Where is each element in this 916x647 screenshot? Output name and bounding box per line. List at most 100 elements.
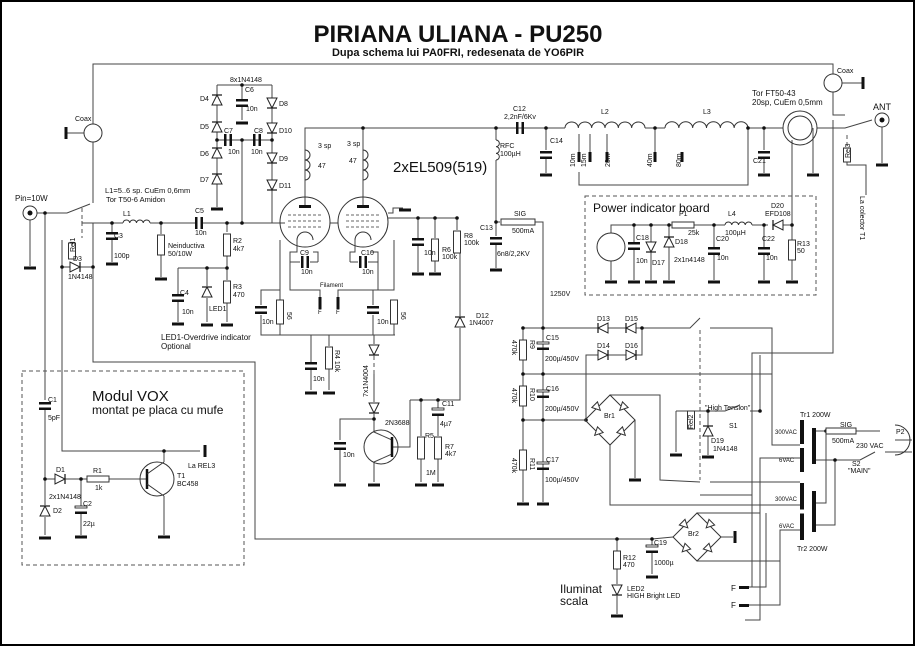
ground-icon: [201, 323, 213, 327]
cathode-capacitor-right: [367, 306, 379, 314]
d17-diode-icon: [645, 241, 657, 254]
label-r1: R1: [93, 468, 102, 475]
junction-dot: [632, 223, 636, 227]
label-sp1-val: 47: [318, 163, 326, 170]
junction-dot: [159, 221, 163, 225]
label-c13-val: 6n8/2,2KV: [497, 251, 530, 258]
junction-dot: [436, 398, 440, 402]
junction-dot: [758, 409, 762, 413]
ground-icon: [861, 77, 865, 89]
label-b10: 10m: [570, 153, 577, 167]
junction-dot: [762, 126, 766, 130]
wire: [535, 221, 544, 328]
q-transistor-icon: [363, 429, 399, 465]
r5-resistor: [417, 436, 425, 460]
wire: [816, 431, 827, 504]
coax-left-icon: [83, 123, 103, 143]
label-r12-val: 470: [623, 562, 635, 569]
label-c22: C22: [762, 236, 775, 243]
filament-terminal-b: [739, 604, 749, 607]
label-c8-val: 10n: [251, 149, 263, 156]
label-r5-val: 1M: [426, 470, 436, 477]
ground-icon: [758, 280, 770, 284]
label-r3-val: 470: [233, 292, 245, 299]
junction-dot: [521, 372, 525, 376]
label-c10: C10: [361, 250, 374, 257]
label-tor2: 20sp, CuEm 0,5mm: [752, 98, 823, 107]
label-l2: L2: [601, 109, 609, 116]
label-c2-val: 22µ: [83, 521, 95, 528]
l2-inductor-icon: [564, 121, 646, 129]
labels: PIRIANA ULIANA - PU250 Dupa schema lui P…: [15, 21, 905, 610]
wire: [410, 328, 461, 401]
junction-dot: [833, 458, 837, 462]
wire: [691, 404, 741, 412]
label-r13-val: 50: [797, 248, 805, 255]
junction-dot: [240, 138, 244, 142]
label-p1: P1: [679, 211, 688, 218]
ground-icon: [490, 268, 502, 272]
junction-dot: [615, 537, 619, 541]
label-c1-val: 5pF: [48, 415, 60, 422]
rfc-inductor-icon: [495, 139, 500, 161]
junction-dot: [60, 265, 64, 269]
junction-dot: [584, 418, 588, 422]
label-r6: R6: [442, 247, 451, 254]
label-s1: S1: [729, 423, 738, 430]
ground-icon: [670, 453, 682, 457]
power-indicator-board-box: [584, 195, 817, 296]
label-d3-val: 1N4148: [68, 274, 93, 281]
ground-icon: [172, 322, 184, 326]
d7x-diode-icon: [368, 344, 380, 357]
tube-2-icon: [337, 196, 389, 248]
label-b20: 20m: [605, 153, 612, 167]
label-colector: La colector T1: [858, 196, 865, 240]
ground-icon: [758, 173, 770, 177]
sig-fuse-1: [500, 218, 536, 226]
junction-dot: [455, 216, 459, 220]
ground-icon: [75, 535, 87, 539]
c18-capacitor: [628, 242, 640, 250]
label-d12v: 2x1N4148: [49, 494, 81, 501]
label-d4: D4: [200, 96, 209, 103]
wire: [749, 561, 781, 606]
label-ilum1: Iluminat: [560, 582, 603, 596]
label-d12: D12: [476, 313, 489, 320]
parasitic-choke-2-icon: [362, 149, 369, 181]
ground-icon: [399, 208, 411, 212]
c1-capacitor: [39, 402, 51, 410]
c21-variable-capacitor: [758, 151, 770, 159]
label-c12-val: 2,2nF/6Kv: [504, 114, 536, 121]
label-c17-val: 100µ/450V: [545, 477, 579, 484]
cathode-bypass-capacitor: [305, 362, 317, 370]
label-f1: F: [318, 310, 322, 316]
d7x-diode-icon-2: [368, 402, 380, 415]
label-d10: D10: [279, 128, 292, 135]
r9-resistor: [519, 339, 527, 361]
label-tr2: Tr2 200W: [797, 546, 828, 553]
junction-dot: [706, 409, 710, 413]
d11-diode-icon: [266, 179, 278, 192]
label-c18: C18: [636, 235, 649, 242]
c6-capacitor: [236, 99, 248, 107]
ground-icon: [517, 502, 529, 506]
junction-dot: [541, 372, 545, 376]
ground-icon: [334, 483, 346, 487]
label-led2-val: HIGH Bright LED: [627, 593, 680, 600]
power-plug-icon: [894, 424, 911, 456]
d18-diode-icon: [663, 235, 675, 248]
d5-diode-icon: [211, 120, 223, 133]
l4-inductor-icon: [724, 221, 753, 226]
wire: [835, 451, 876, 461]
label-r8: R8: [464, 233, 473, 240]
label-d2: D2: [53, 508, 62, 515]
band-tap: [588, 152, 592, 162]
label-vox2: montat pe placa cu mufe: [92, 403, 224, 417]
d16-diode-icon: [625, 349, 638, 361]
junction-dot: [43, 211, 47, 215]
r12-resistor: [613, 550, 621, 570]
label-sig2: SIG: [840, 422, 852, 429]
wire: [651, 536, 674, 540]
ground-icon: [158, 535, 170, 539]
